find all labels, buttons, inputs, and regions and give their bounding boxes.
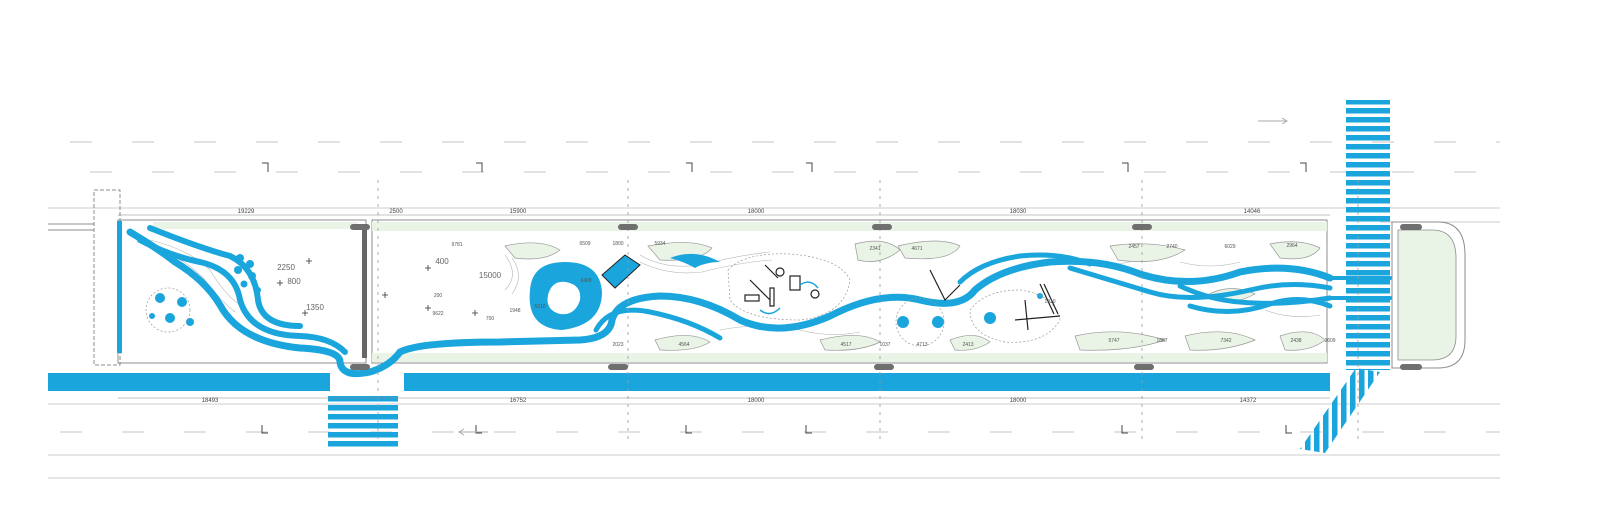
inner-dim-7: 2740 [1166,244,1177,250]
top-dim-0: 19229 [238,209,255,215]
column-dashes [377,180,1359,440]
top-dim-2: 15900 [510,209,527,215]
plaza-level-2: 1350 [306,303,324,312]
ribbon-4 [593,307,723,341]
dimension-lines [118,214,1330,399]
ribbon-6 [1067,265,1333,301]
grass-strip-bottom [372,353,1327,362]
ribbon-9 [1328,276,1392,300]
inner-dim-5: 4671 [911,246,922,252]
swing-symbols [759,281,819,315]
inner-dim-16: 5747 [1108,338,1119,344]
bottom-dim-0: 18493 [202,398,219,404]
road-lane-dashes [60,141,1500,433]
bottom-dim-1: 16752 [510,398,527,404]
crosswalk-right [1346,100,1390,370]
inner-dim-27: 1810 [1044,299,1055,305]
inner-dim-10: 2023 [612,342,623,348]
inner-dim-8: 6029 [1224,244,1235,250]
section-marks [261,162,1307,434]
bottom-dim-2: 18000 [748,398,765,404]
bottom-dim-4: 14372 [1240,398,1257,404]
inner-dim-25: 6409 [580,278,591,284]
ribbon-3 [147,225,303,329]
plaza-level-4: 15000 [479,271,502,280]
inner-dim-23: 200 [434,293,443,299]
inner-dim-1: 6509 [579,241,590,247]
inner-dim-4: 2341 [869,246,880,252]
inner-dim-15: 2413 [962,342,973,348]
grass-island-end [1397,229,1457,361]
inner-dim-6: 2457 [1128,244,1139,250]
inner-dim-12: 4517 [840,342,851,348]
bottom-dim-3: 18000 [1010,398,1027,404]
top-dim-5: 14046 [1244,209,1261,215]
road-context-lines [48,207,1500,479]
inner-dim-19: 2438 [1290,338,1301,344]
ribbon-8 [1187,297,1333,314]
seating-outlines [145,253,1061,347]
top-dim-1: 2500 [389,209,403,215]
water-ribbons [126,225,1392,378]
plaza-level-0: 2250 [277,263,295,272]
inner-dim-3: 5934 [654,241,665,247]
top-dimension-labels: 19229 2500 15900 18000 18030 14046 [238,209,1261,215]
plaza-level-3: 400 [435,257,449,266]
bridge-deck [601,254,641,289]
inner-dim-21: 1948 [509,308,520,314]
inner-dim-0: 9781 [451,242,462,248]
ribbon-5 [957,252,1093,285]
splash-pool-inner [547,281,581,315]
top-dim-4: 18030 [1010,209,1027,215]
inner-dim-14: 4713 [916,342,927,348]
plaza-level-labels: 2250 800 1350 400 15000 [277,257,502,312]
crosswalk-left [328,395,398,447]
ribbon-2 [137,237,348,355]
inner-dim-17: 1887 [1156,338,1167,344]
elevation-markers [277,258,478,316]
top-dim-3: 18000 [748,209,765,215]
divider-wall [362,228,367,358]
inner-dim-22: 9622 [432,311,443,317]
plaza-level-1: 800 [287,277,301,286]
inner-dim-2: 1800 [612,241,623,247]
crescent-feature [670,253,720,268]
bollards [350,224,1422,370]
inner-dim-26: 5610 [534,304,545,310]
edge-bar-blue [117,221,122,353]
inner-dim-13: 1037 [879,342,890,348]
bike-lane-bottom-left [48,373,330,391]
crosswalk-diagonal [1300,368,1380,453]
grass-strip-top [372,222,1327,231]
bottom-dimension-labels: 18493 16752 18000 18000 14372 [202,398,1257,404]
inner-dimension-labels: 9781 6509 1800 5934 2341 4671 2457 2740 6029 2964… [432,241,1335,348]
inner-dim-11: 4564 [678,342,689,348]
grass-strip-left [153,222,358,229]
play-equipment [744,264,1061,331]
inner-dim-9: 2964 [1286,243,1297,249]
seating-clusters [149,254,1043,328]
bike-lane-bottom-right [404,373,1330,391]
inner-dim-18: 7342 [1220,338,1231,344]
inner-dim-24: 700 [486,316,495,322]
inner-dim-20: 2609 [1324,338,1335,344]
